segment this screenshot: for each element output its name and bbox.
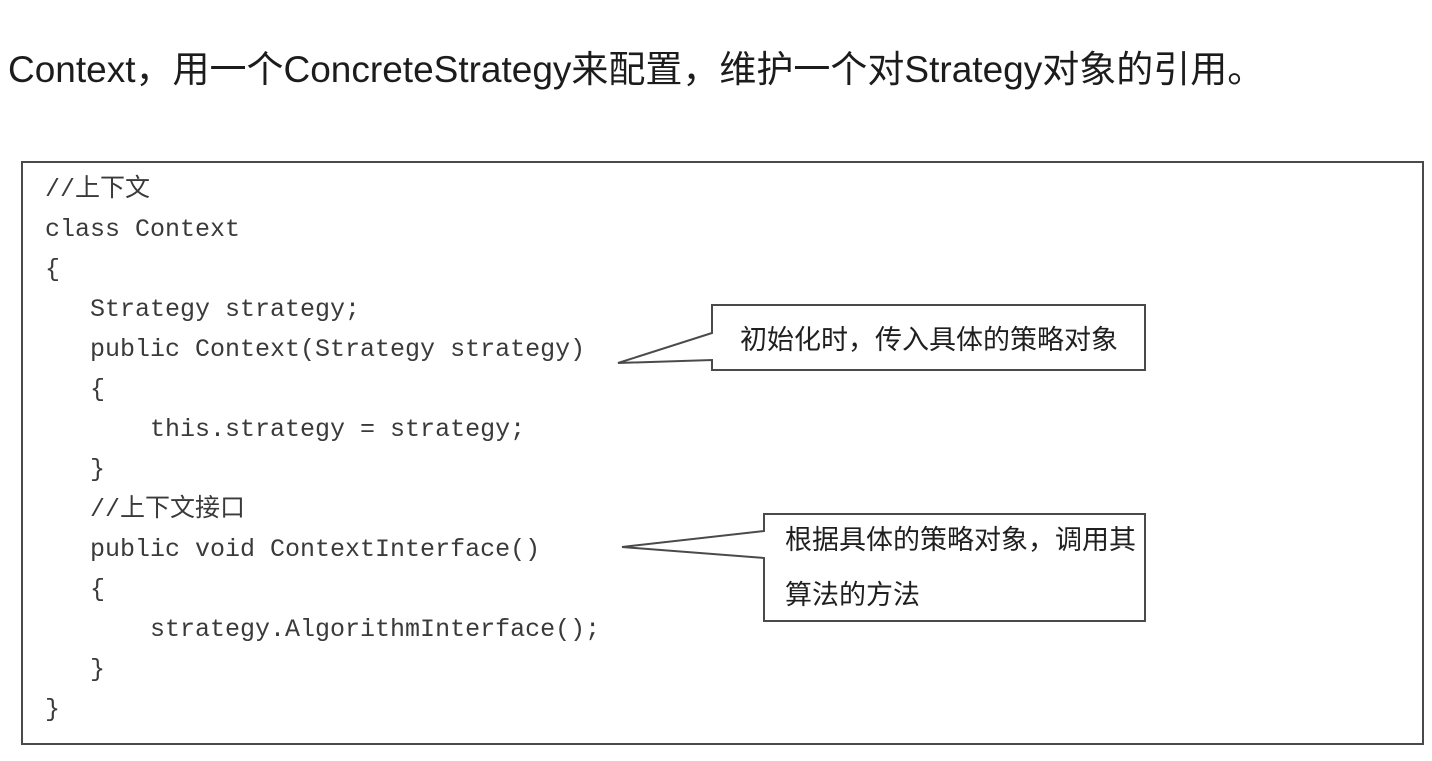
heading-text: Context，用一个ConcreteStrategy来配置，维护一个对Stra… (8, 49, 1265, 90)
callout-2-text: 根据具体的策略对象，调用其 算法的方法 (764, 513, 1146, 622)
code-line: //上下文接口 (45, 495, 246, 524)
code-line: Strategy strategy; (45, 295, 361, 324)
code-line: { (45, 375, 106, 404)
callout-2-text-line-1: 根据具体的策略对象，调用其 (785, 524, 1136, 556)
callout-1-text: 初始化时，传入具体的策略对象 (740, 325, 1118, 356)
code-line: } (45, 655, 106, 684)
code-line: //上下文 (45, 175, 151, 204)
code-line: { (45, 575, 106, 604)
code-line: public void ContextInterface() (45, 535, 541, 564)
code-line: strategy.AlgorithmInterface(); (45, 615, 601, 644)
code-line: } (45, 455, 106, 484)
code-panel: //上下文 class Context { Strategy strategy;… (21, 161, 1424, 745)
code-line: { (45, 255, 61, 284)
code-line: class Context (45, 215, 241, 244)
callout-2-text-line-2: 算法的方法 (785, 579, 920, 611)
code-line: } (45, 695, 61, 724)
code-line: public Context(Strategy strategy) (45, 335, 586, 364)
code-line: this.strategy = strategy; (45, 415, 526, 444)
